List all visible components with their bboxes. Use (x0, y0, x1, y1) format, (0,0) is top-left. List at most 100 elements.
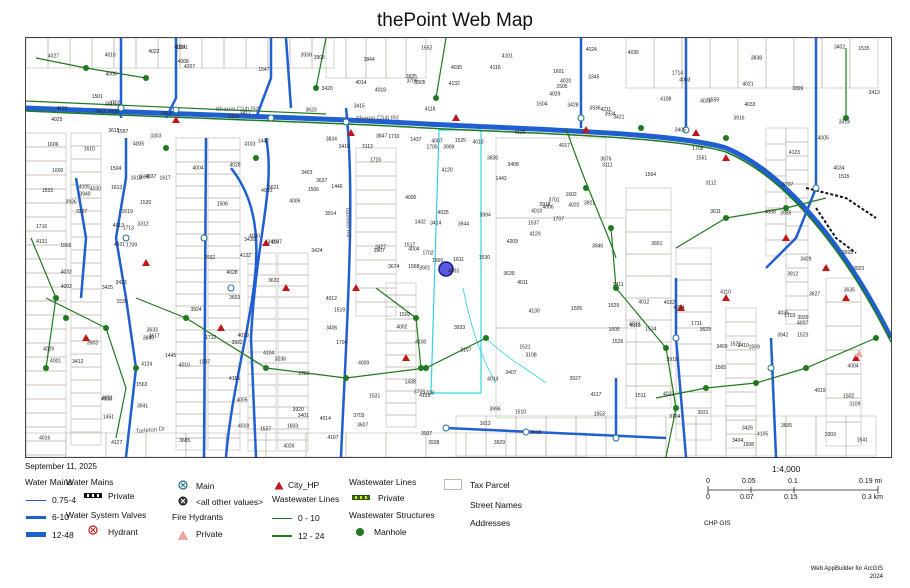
tax-parcel[interactable] (355, 203, 397, 219)
tax-parcel[interactable] (277, 296, 309, 309)
tax-parcel[interactable] (26, 370, 67, 386)
tax-parcel[interactable] (175, 221, 207, 235)
tax-parcel[interactable] (385, 294, 417, 308)
tax-parcel[interactable] (70, 405, 102, 420)
tax-parcel[interactable] (545, 432, 587, 457)
tax-parcel[interactable] (247, 439, 277, 452)
tax-parcel[interactable] (625, 209, 672, 233)
tax-parcel[interactable] (385, 342, 417, 356)
tax-parcel[interactable] (385, 414, 417, 428)
tax-parcel[interactable] (765, 38, 795, 89)
tax-parcel[interactable] (625, 385, 672, 409)
tax-parcel[interactable] (247, 263, 277, 276)
tax-parcel[interactable] (277, 263, 309, 276)
tax-parcel[interactable] (26, 384, 67, 400)
tax-parcel[interactable] (385, 38, 407, 79)
tax-parcel[interactable] (725, 349, 757, 365)
tax-parcel[interactable] (277, 340, 309, 353)
tax-parcel[interactable] (70, 379, 102, 394)
tax-parcel[interactable] (785, 281, 809, 297)
tax-parcel[interactable] (175, 257, 207, 271)
tax-parcel[interactable] (175, 185, 207, 199)
tax-parcel[interactable] (70, 314, 102, 329)
tax-parcel[interactable] (675, 279, 712, 297)
tax-parcel[interactable] (277, 329, 309, 342)
tax-parcel[interactable] (625, 275, 672, 299)
tax-parcel[interactable] (325, 38, 347, 79)
tax-parcel[interactable] (175, 173, 207, 187)
tax-parcel[interactable] (355, 175, 397, 191)
tax-parcel[interactable] (207, 185, 241, 199)
tax-parcel[interactable] (26, 132, 67, 148)
tax-parcel[interactable] (70, 418, 102, 433)
tax-parcel[interactable] (207, 425, 241, 439)
tax-parcel[interactable] (69, 38, 93, 69)
tax-parcel[interactable] (385, 402, 417, 416)
tax-parcel[interactable] (625, 231, 672, 255)
tax-parcel[interactable] (223, 38, 247, 69)
tax-parcel[interactable] (725, 405, 757, 421)
tax-parcel[interactable] (625, 363, 672, 387)
tax-parcel[interactable] (355, 273, 397, 289)
tax-parcel[interactable] (247, 395, 277, 408)
tax-parcel[interactable] (207, 353, 241, 367)
tax-parcel[interactable] (385, 282, 417, 296)
tax-parcel[interactable] (225, 432, 267, 457)
tax-parcel[interactable] (277, 252, 309, 265)
tax-parcel[interactable] (175, 245, 207, 259)
tax-parcel[interactable] (70, 431, 102, 446)
tax-parcel[interactable] (70, 392, 102, 407)
tax-parcel[interactable] (825, 421, 862, 447)
tax-parcel[interactable] (175, 281, 207, 295)
tax-parcel[interactable] (175, 269, 207, 283)
tax-parcel[interactable] (247, 406, 277, 419)
tax-parcel[interactable] (675, 343, 712, 361)
tax-parcel[interactable] (405, 38, 427, 79)
tax-parcel[interactable] (207, 281, 241, 295)
tax-parcel[interactable] (70, 366, 102, 381)
tax-parcel[interactable] (26, 398, 67, 414)
tax-parcel[interactable] (709, 38, 739, 89)
tax-parcel[interactable] (725, 391, 757, 407)
tax-parcel[interactable] (385, 432, 427, 457)
tax-parcel[interactable] (725, 433, 757, 449)
tax-parcel[interactable] (495, 327, 637, 419)
tax-parcel[interactable] (725, 307, 757, 323)
tax-parcel[interactable] (765, 239, 787, 257)
tax-parcel[interactable] (675, 247, 712, 265)
tax-parcel[interactable] (725, 415, 757, 457)
tax-parcel[interactable] (675, 263, 712, 281)
tax-parcel[interactable] (515, 415, 547, 457)
tax-parcel[interactable] (145, 432, 187, 457)
tax-parcel[interactable] (793, 38, 823, 89)
tax-parcel[interactable] (70, 288, 102, 303)
tax-parcel[interactable] (175, 413, 207, 427)
tax-parcel[interactable] (26, 328, 67, 344)
tax-parcel[interactable] (277, 428, 309, 441)
tax-parcel[interactable] (175, 401, 207, 415)
tax-parcel[interactable] (26, 314, 67, 330)
tax-parcel[interactable] (26, 146, 67, 162)
tax-parcel[interactable] (725, 321, 757, 337)
tax-parcel[interactable] (355, 217, 397, 233)
tax-parcel[interactable] (765, 127, 787, 145)
tax-parcel[interactable] (737, 38, 767, 89)
tax-parcel[interactable] (385, 390, 417, 404)
tax-parcel[interactable] (247, 252, 277, 265)
tax-parcel[interactable] (785, 127, 809, 143)
tax-parcel[interactable] (311, 38, 335, 69)
tax-parcel[interactable] (277, 307, 309, 320)
tax-parcel[interactable] (785, 309, 809, 325)
tax-parcel[interactable] (175, 197, 207, 211)
tax-parcel[interactable] (785, 155, 809, 171)
tax-parcel[interactable] (207, 149, 241, 163)
tax-parcel[interactable] (175, 209, 207, 223)
tax-parcel[interactable] (625, 187, 672, 211)
tax-parcel[interactable] (70, 275, 102, 290)
tax-parcel[interactable] (207, 221, 241, 235)
tax-parcel[interactable] (175, 293, 207, 307)
tax-parcel[interactable] (26, 412, 67, 428)
tax-parcel[interactable] (625, 38, 655, 89)
tax-parcel[interactable] (175, 137, 207, 151)
